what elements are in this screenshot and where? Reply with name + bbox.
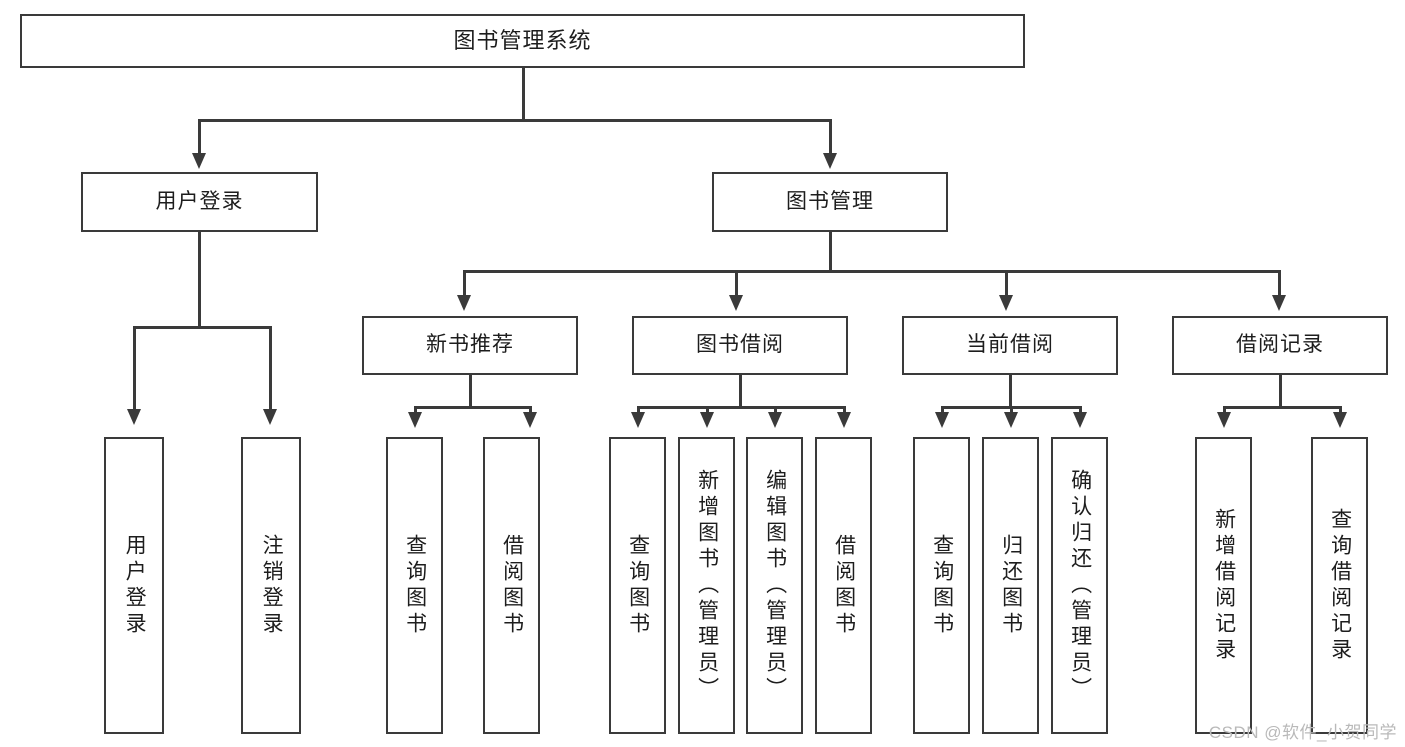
node-label: 借阅图书: [500, 533, 524, 638]
leaf-current-borrow-1[interactable]: 查询图书: [913, 437, 970, 734]
leaf-borrow-record-2[interactable]: 查询借阅记录: [1311, 437, 1368, 734]
node-label: 图书管理系统: [453, 28, 592, 54]
arrowhead-book-borrow-child-4: [837, 412, 851, 428]
edge-book-borrow-child-1: [637, 406, 640, 414]
leaf-new-book-1[interactable]: 查询图书: [386, 437, 443, 734]
arrowhead-book-borrow-child-2: [700, 412, 714, 428]
arrowhead-book-borrow-child-1: [631, 412, 645, 428]
edge-book-borrow-stem: [739, 375, 742, 408]
edge-book-borrow-child-3: [774, 406, 777, 414]
arrowhead-book-manage: [823, 153, 837, 169]
edge-new-book-child-2: [529, 406, 532, 414]
edge-current-borrow-child-3: [1079, 406, 1082, 414]
leaf-user-login-1[interactable]: 用户登录: [104, 437, 164, 734]
node-book-borrow[interactable]: 图书借阅: [632, 316, 848, 375]
node-root-system[interactable]: 图书管理系统: [20, 14, 1025, 68]
node-user-login[interactable]: 用户登录: [81, 172, 318, 232]
node-label: 查询借阅记录: [1328, 507, 1352, 664]
leaf-user-login-2[interactable]: 注销登录: [241, 437, 301, 734]
node-label: 确认归还（管理员）: [1068, 468, 1092, 703]
edge-current-borrow-child-1: [941, 406, 944, 414]
edge-current-borrow-stem: [1009, 375, 1012, 408]
leaf-book-borrow-4[interactable]: 借阅图书: [815, 437, 872, 734]
edge-book-manage-child-4: [1278, 270, 1281, 297]
edge-borrow-record-child-2: [1339, 406, 1342, 414]
edge-new-book-bar: [414, 406, 531, 409]
node-book-manage[interactable]: 图书管理: [712, 172, 948, 232]
arrowhead-level3-2: [729, 295, 743, 311]
node-label: 新书推荐: [426, 333, 514, 357]
edge-root-stem: [522, 68, 525, 121]
leaf-book-borrow-1[interactable]: 查询图书: [609, 437, 666, 734]
node-label: 图书管理: [786, 189, 874, 213]
node-new-book-recommend[interactable]: 新书推荐: [362, 316, 578, 375]
node-label: 查询图书: [403, 533, 427, 638]
arrowhead-new-book-child-1: [408, 412, 422, 428]
node-label: 用户登录: [155, 189, 244, 213]
arrowhead-level3-3: [999, 295, 1013, 311]
edge-book-manage-child-1: [463, 270, 466, 297]
node-label: 借阅记录: [1236, 333, 1324, 357]
node-label: 查询图书: [626, 533, 650, 638]
leaf-current-borrow-3[interactable]: 确认归还（管理员）: [1051, 437, 1108, 734]
arrowhead-current-borrow-child-3: [1073, 412, 1087, 428]
node-label: 当前借阅: [966, 333, 1054, 357]
node-label: 注销登录: [260, 533, 284, 638]
edge-user-login-child-1: [133, 326, 136, 411]
edge-to-user-login: [198, 119, 201, 155]
node-label: 查询图书: [930, 533, 954, 638]
arrowhead-user-login-child-1: [127, 409, 141, 425]
arrowhead-current-borrow-child-1: [935, 412, 949, 428]
edge-book-borrow-child-2: [706, 406, 709, 414]
node-label: 编辑图书（管理员）: [763, 468, 787, 703]
edge-root-bar: [198, 119, 831, 122]
edge-book-manage-bar: [463, 270, 1280, 273]
node-label: 归还图书: [999, 533, 1023, 638]
edge-borrow-record-child-1: [1223, 406, 1226, 414]
leaf-borrow-record-1[interactable]: 新增借阅记录: [1195, 437, 1252, 734]
edge-book-manage-stem: [829, 232, 832, 272]
edge-current-borrow-child-2: [1010, 406, 1013, 414]
arrowhead-level3-4: [1272, 295, 1286, 311]
arrowhead-borrow-record-child-2: [1333, 412, 1347, 428]
arrowhead-new-book-child-2: [523, 412, 537, 428]
arrowhead-book-borrow-child-3: [768, 412, 782, 428]
edge-book-borrow-bar: [637, 406, 845, 409]
arrowhead-user-login-child-2: [263, 409, 277, 425]
leaf-new-book-2[interactable]: 借阅图书: [483, 437, 540, 734]
node-label: 用户登录: [123, 533, 147, 638]
edge-user-login-bar: [133, 326, 271, 329]
node-label: 借阅图书: [832, 533, 856, 638]
arrowhead-current-borrow-child-2: [1004, 412, 1018, 428]
edge-new-book-stem: [469, 375, 472, 408]
arrowhead-borrow-record-child-1: [1217, 412, 1231, 428]
node-current-borrow[interactable]: 当前借阅: [902, 316, 1118, 375]
edge-borrow-record-bar: [1223, 406, 1341, 409]
edge-to-book-manage: [829, 119, 832, 155]
edge-book-manage-child-2: [735, 270, 738, 297]
node-label: 新增借阅记录: [1212, 507, 1236, 664]
node-borrow-record[interactable]: 借阅记录: [1172, 316, 1388, 375]
edge-borrow-record-stem: [1279, 375, 1282, 408]
node-label: 图书借阅: [696, 333, 784, 357]
leaf-book-borrow-2[interactable]: 新增图书（管理员）: [678, 437, 735, 734]
node-label: 新增图书（管理员）: [695, 468, 719, 703]
arrowhead-level3-1: [457, 295, 471, 311]
edge-book-manage-child-3: [1005, 270, 1008, 297]
edge-user-login-stem: [198, 232, 201, 328]
edge-user-login-child-2: [269, 326, 272, 411]
arrowhead-user-login: [192, 153, 206, 169]
leaf-book-borrow-3[interactable]: 编辑图书（管理员）: [746, 437, 803, 734]
edge-new-book-child-1: [414, 406, 417, 414]
leaf-current-borrow-2[interactable]: 归还图书: [982, 437, 1039, 734]
edge-book-borrow-child-4: [843, 406, 846, 414]
